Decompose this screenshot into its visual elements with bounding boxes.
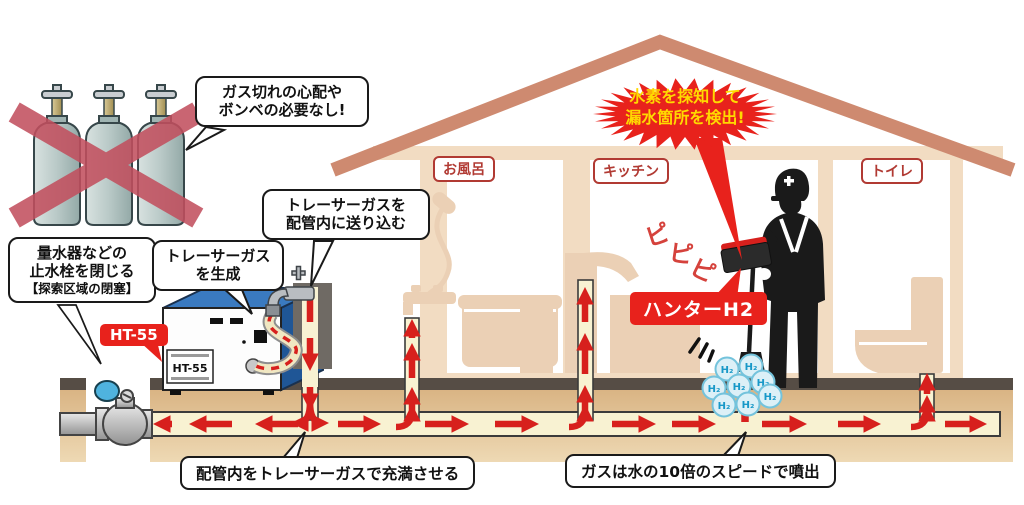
h2-label: H₂ xyxy=(708,384,721,395)
faucet-body xyxy=(283,286,315,301)
room-name: お風呂 xyxy=(443,162,485,178)
burst-line: 水素を探知して xyxy=(629,87,741,106)
tag-detector-name: ハンターH2 xyxy=(630,292,768,325)
inspector-silhouette xyxy=(688,168,825,388)
toilet-bowl-icon xyxy=(855,330,935,373)
pointer xyxy=(56,304,102,365)
mixer-handle xyxy=(433,285,443,292)
pointer xyxy=(310,240,335,287)
body xyxy=(760,212,825,388)
hose-coupler xyxy=(265,304,281,317)
bubble-no-cylinders: ガス切れの心配や ボンベの必要なし! xyxy=(195,76,369,127)
beep-char: ピ xyxy=(667,239,695,270)
h2-label: H₂ xyxy=(757,378,770,389)
burst-line: 漏水箇所を検出! xyxy=(625,107,745,127)
foot xyxy=(263,390,274,395)
bubble-line: 止水栓を閉じる xyxy=(29,262,135,281)
burst-star xyxy=(593,78,777,150)
shower-mixer xyxy=(403,292,456,304)
counter-left xyxy=(520,295,553,373)
bubble-line: トレーサーガス xyxy=(165,247,271,265)
mixer-handle xyxy=(411,285,421,292)
tag-pointers xyxy=(140,268,741,362)
injection-point xyxy=(253,265,332,387)
roof xyxy=(330,34,1016,177)
h2-label: H₂ xyxy=(721,365,734,376)
pointer xyxy=(140,341,162,362)
valve-handle xyxy=(94,380,120,402)
room-label-kitchen: キッチン xyxy=(593,158,669,184)
kitchen-faucet-icon xyxy=(568,252,639,282)
vest-stripes xyxy=(779,216,809,253)
helmet-brim xyxy=(771,196,799,201)
front-label-text: HT-55 xyxy=(173,362,208,375)
h2-label: H₂ xyxy=(764,392,777,403)
pointer xyxy=(185,125,228,151)
faucet-handle xyxy=(295,265,302,281)
tag-generator-model: HT-55 xyxy=(100,324,168,346)
room-label-toilet: トイレ xyxy=(861,158,923,184)
burst-tail xyxy=(694,138,742,260)
bubble-generate-gas: トレーサーガス を生成 xyxy=(152,240,284,291)
room-name: キッチン xyxy=(603,164,659,180)
faucet-icon xyxy=(265,265,315,317)
x-bar xyxy=(8,102,204,228)
bubble-line: 【探索区域の閉塞】 xyxy=(25,280,139,296)
burst-text: 水素を探知して 漏水箇所を検出! xyxy=(585,87,785,129)
red-x-icon xyxy=(8,102,204,228)
device-body xyxy=(720,241,772,273)
callout-gas-speed: ガスは水の10倍のスピードで噴出 xyxy=(565,454,836,488)
glove xyxy=(757,268,771,280)
bubble-line: 量水器などの xyxy=(36,244,127,262)
valve-body xyxy=(102,402,148,446)
h2-label: H₂ xyxy=(733,382,746,393)
shower-head-icon xyxy=(432,192,456,214)
callout-fill-pipe: 配管内をトレーサーガスで充満させる xyxy=(180,456,476,490)
button xyxy=(254,330,267,343)
water-meter-valve xyxy=(59,380,153,446)
helmet-cross-icon xyxy=(784,179,794,183)
hose-flow xyxy=(255,312,298,371)
h2-label: H₂ xyxy=(742,400,755,411)
screw-slot xyxy=(122,393,132,399)
h2-label: H₂ xyxy=(745,362,758,373)
label-line xyxy=(171,354,209,357)
bubble-inject-gas: トレーサーガスを 配管内に送り込む xyxy=(262,189,430,240)
pointer xyxy=(714,268,741,298)
callout-text: ガスは水の10倍のスピードで噴出 xyxy=(581,463,820,481)
emphasis-marks xyxy=(688,337,715,363)
bubble-line: トレーサーガスを xyxy=(286,196,406,214)
toilet-seat-line xyxy=(859,342,927,345)
bubble-line: を生成 xyxy=(195,265,241,284)
tag-text: HT-55 xyxy=(110,326,158,344)
toilet-fixtures xyxy=(855,277,943,373)
hunter-h2-device xyxy=(720,236,772,273)
bubble-line: 配管内に送り込む xyxy=(285,214,406,233)
mixer-spout xyxy=(403,302,413,315)
bubble-line: ボンベの必要なし! xyxy=(218,101,346,120)
surface-strip-left xyxy=(60,378,86,390)
room-name: トイレ xyxy=(871,164,913,180)
tag-text: ハンターH2 xyxy=(643,299,755,321)
bubble-close-valve: 量水器などの 止水栓を閉じる 【探索区域の閉塞】 xyxy=(8,237,156,303)
label-line xyxy=(171,377,209,380)
h2-gas-bubbles: H₂ H₂ H₂ H₂ H₂ H₂ H₂ H₂ xyxy=(701,353,783,418)
bathtub-line xyxy=(464,309,556,312)
bubble-line: ガス切れの心配や xyxy=(221,83,342,101)
gas-flow-arrows xyxy=(152,286,988,433)
switch xyxy=(210,318,223,324)
callout-text: 配管内をトレーサーガスで充満させる xyxy=(196,465,460,483)
gas-cylinders-crossed xyxy=(8,84,204,228)
foot xyxy=(170,390,181,395)
h2-label: H₂ xyxy=(718,401,731,412)
detection-burst xyxy=(593,78,777,260)
helmet xyxy=(774,168,810,201)
switch xyxy=(230,318,243,324)
led xyxy=(242,340,246,344)
bubble-pointers xyxy=(56,125,747,459)
face xyxy=(779,201,802,215)
room-label-bath: お風呂 xyxy=(433,156,495,182)
